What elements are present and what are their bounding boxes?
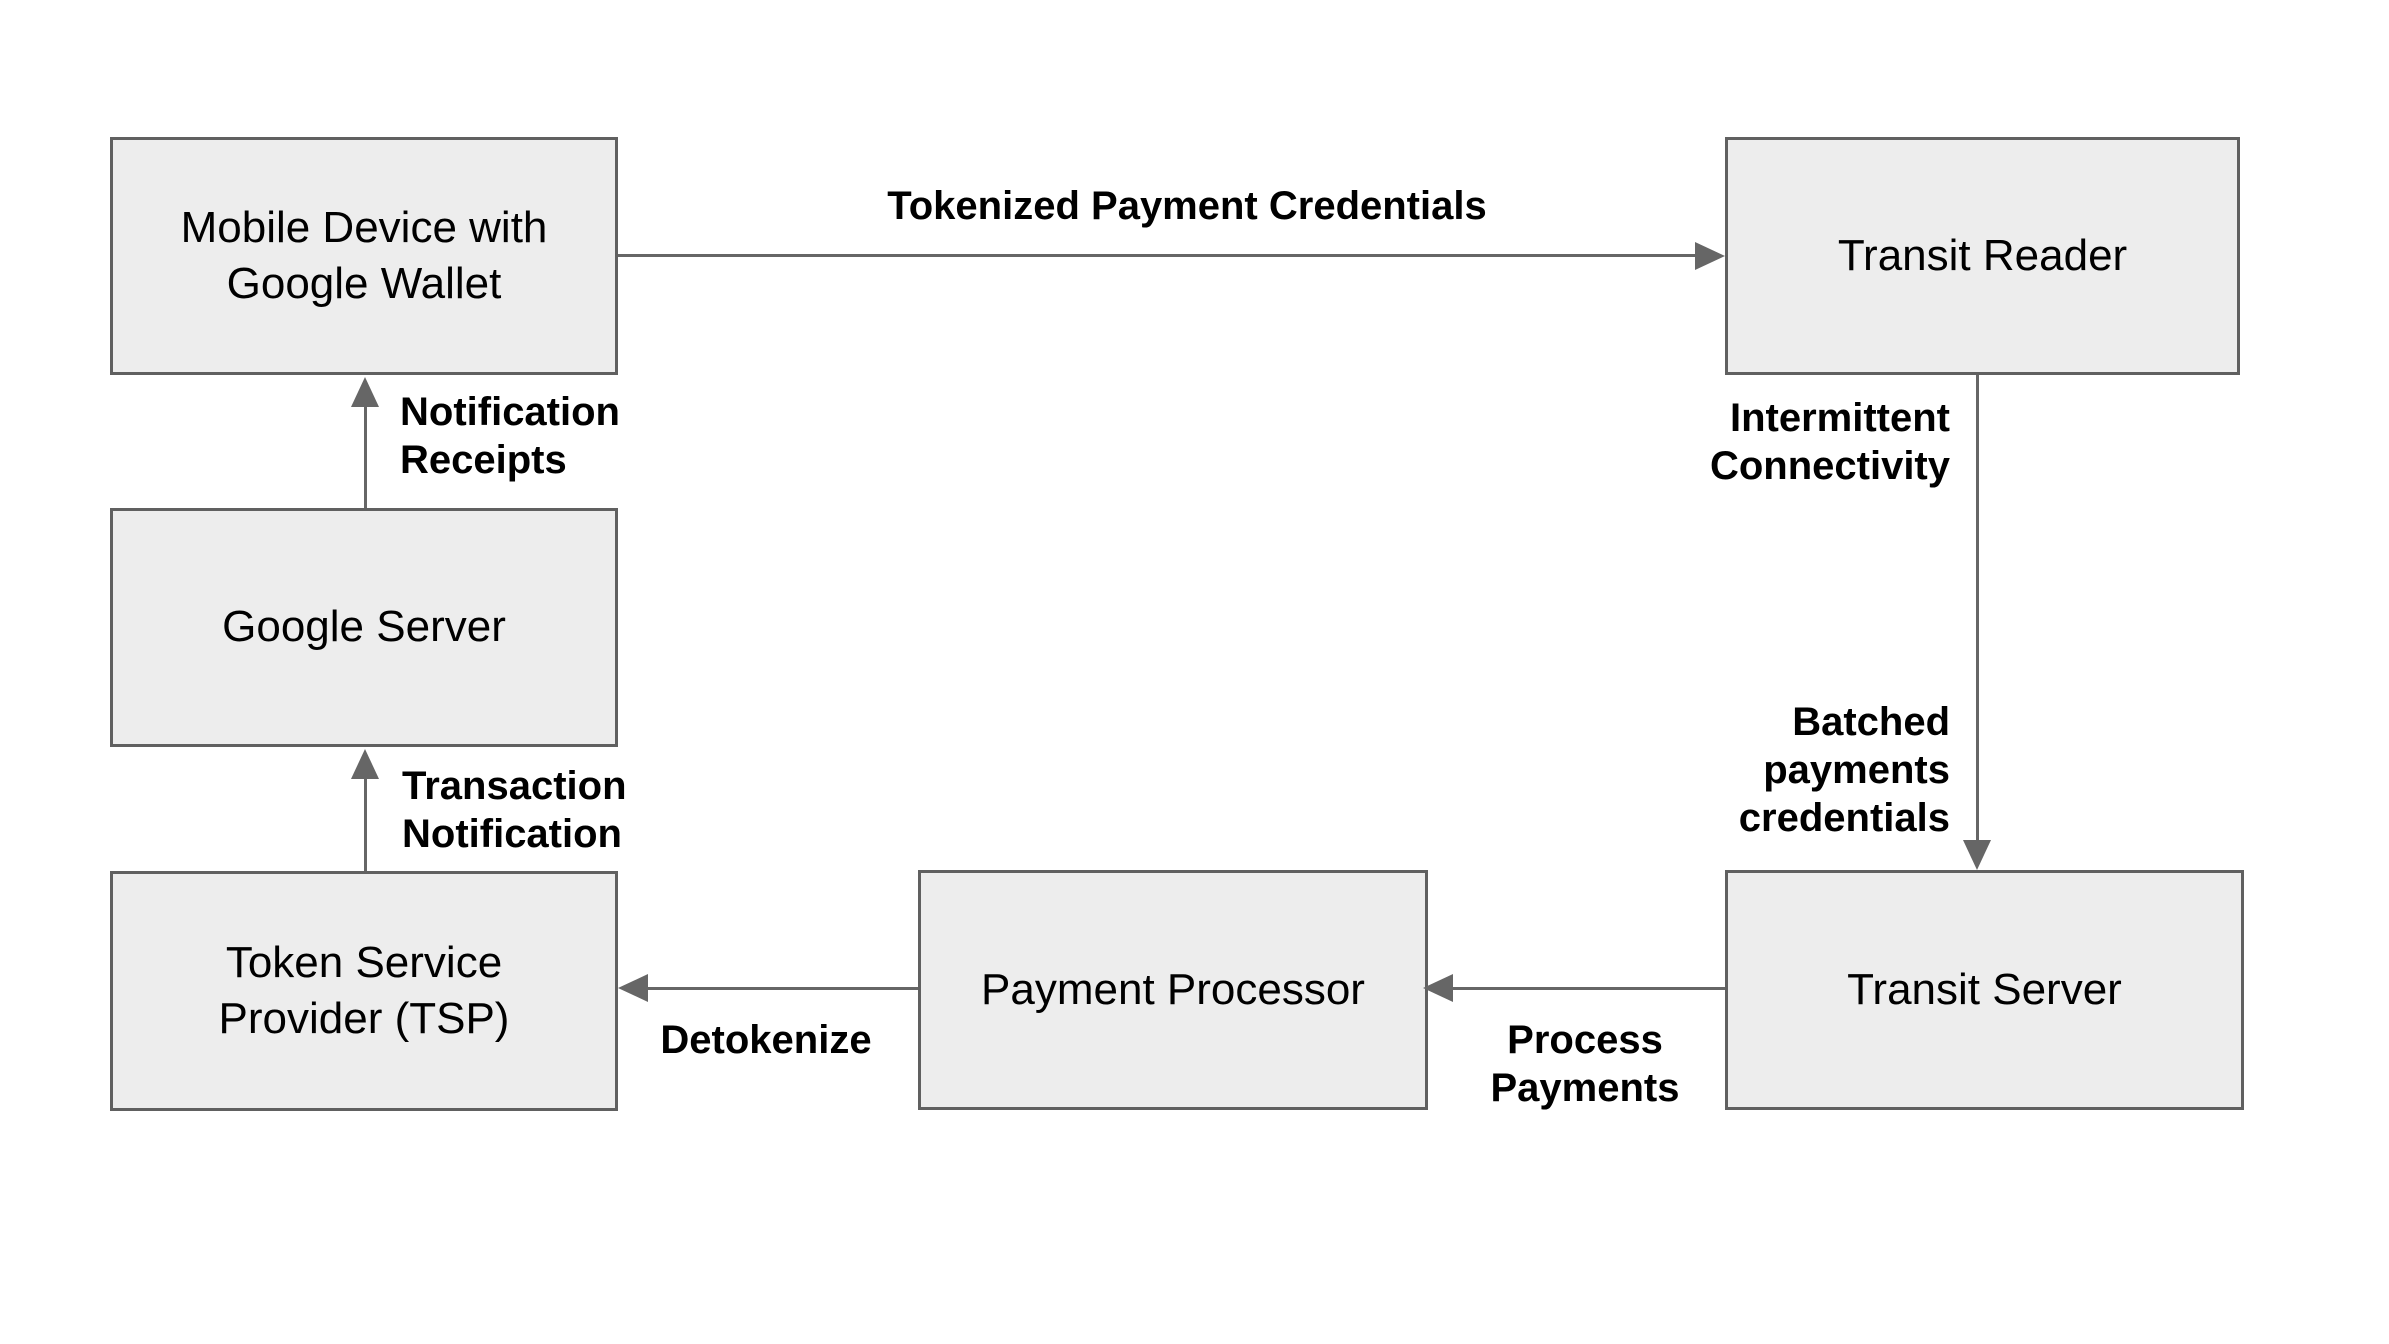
node-transit-server: Transit Server <box>1725 870 2244 1110</box>
node-mobile-device-google-wallet: Mobile Device with Google Wallet <box>110 137 618 375</box>
edge-detokenize-line <box>646 987 918 990</box>
edge-label-transaction-notification: Transaction Notification <box>402 764 627 856</box>
edge-label-intermittent-connectivity: Intermittent Connectivity <box>1709 396 1950 488</box>
node-token-service-provider: Token Service Provider (TSP) <box>110 871 618 1111</box>
node-label: Mobile Device with Google Wallet <box>180 202 548 308</box>
node-label: Transit Server <box>1847 964 2122 1014</box>
edge-label-batched-payments-credentials: Batched payments credentials <box>1738 700 1950 840</box>
edge-tokenized-payment-credentials-line <box>618 254 1697 257</box>
arrowhead-left-icon <box>1423 974 1453 1002</box>
edge-label-detokenize: Detokenize <box>660 1018 872 1062</box>
edge-notification-receipts-line <box>364 404 367 508</box>
node-label: Payment Processor <box>981 964 1365 1014</box>
arrowhead-down-icon <box>1963 840 1991 870</box>
node-label: Token Service Provider (TSP) <box>218 937 510 1043</box>
arrowhead-up-icon <box>351 749 379 779</box>
edge-transaction-notification-line <box>364 776 367 871</box>
edge-batched-payments-line <box>1976 375 1979 842</box>
node-label: Google Server <box>222 602 506 652</box>
node-label: Transit Reader <box>1837 230 2128 280</box>
arrowhead-right-icon <box>1695 242 1725 270</box>
arrowhead-up-icon <box>351 377 379 407</box>
arrowhead-left-icon <box>618 974 648 1002</box>
node-transit-reader: Transit Reader <box>1725 137 2240 375</box>
edge-label-tokenized-payment-credentials: Tokenized Payment Credentials <box>887 184 1487 228</box>
edge-process-payments-line <box>1451 987 1725 990</box>
edge-label-notification-receipts: Notification Receipts <box>400 390 620 482</box>
node-google-server: Google Server <box>110 508 618 747</box>
node-payment-processor: Payment Processor <box>918 870 1428 1110</box>
edge-label-process-payments: Process Payments <box>1490 1018 1680 1110</box>
